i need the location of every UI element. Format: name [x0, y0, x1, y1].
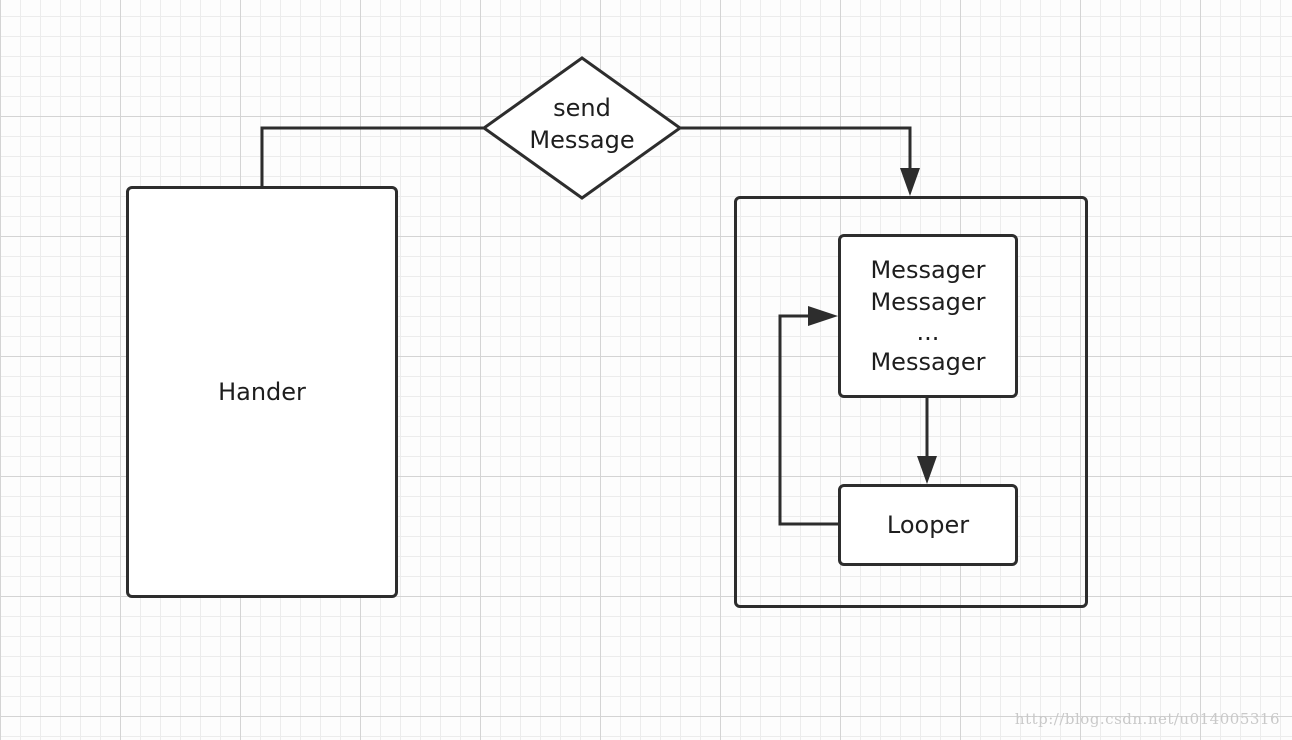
message-queue-box: Messager Messager ... Messager	[838, 234, 1018, 398]
connector-send-to-container	[680, 126, 912, 176]
arrowhead-send-to-container	[900, 168, 920, 196]
send-label: send	[553, 94, 611, 122]
send-message-diamond	[481, 56, 683, 200]
message-queue-list: Messager Messager ... Messager	[870, 254, 985, 378]
looper-box: Looper	[838, 484, 1018, 566]
queue-item: Messager	[870, 288, 986, 316]
connector-hander-to-send	[260, 126, 484, 187]
watermark-url: http://blog.csdn.net/u014005316	[1014, 710, 1280, 728]
hander-box: Hander	[126, 186, 398, 598]
hander-label: Hander	[218, 378, 306, 406]
connector-looper-to-queue	[778, 314, 838, 526]
queue-item: Messager	[870, 256, 986, 284]
arrowhead-looper-to-queue	[808, 306, 838, 326]
queue-item: Messager	[870, 348, 986, 376]
looper-container-box	[734, 196, 1088, 608]
looper-label: Looper	[886, 511, 970, 539]
message-label: Message	[529, 126, 635, 154]
arrowhead-queue-to-looper	[917, 456, 937, 484]
queue-ellipsis: ...	[916, 318, 940, 346]
send-message-label: send Message	[484, 92, 680, 156]
